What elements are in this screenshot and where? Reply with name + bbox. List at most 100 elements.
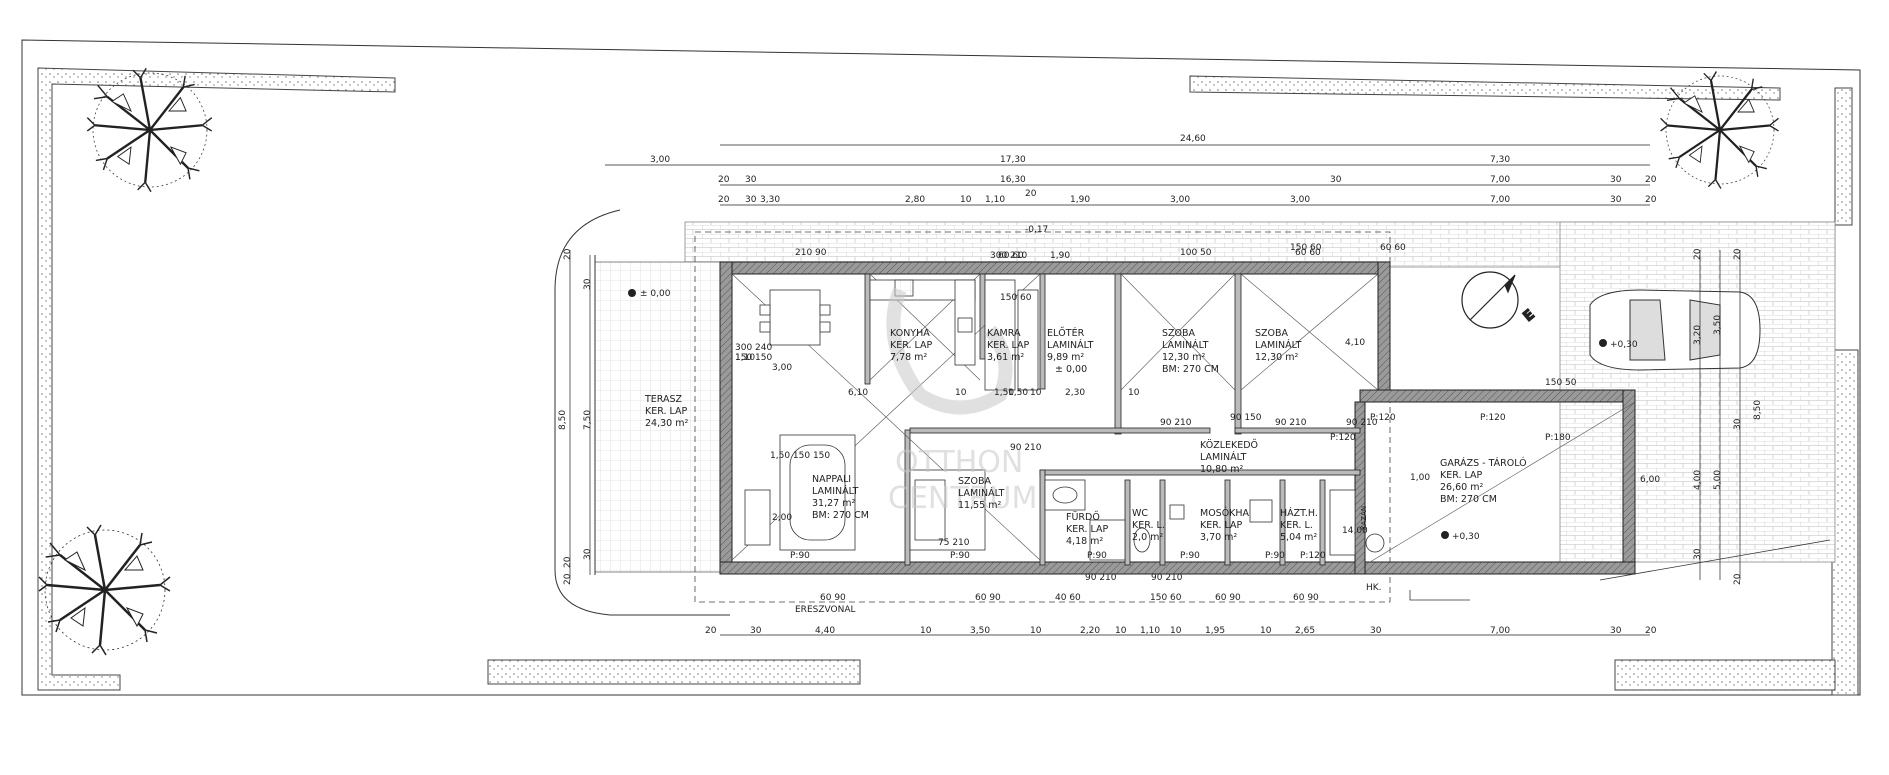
dimension-label: 2,20 <box>1080 626 1100 636</box>
dimension-label: 90 210 <box>1010 443 1042 453</box>
svg-text:LAMINÁLT: LAMINÁLT <box>812 485 859 497</box>
dimension-label: 17,30 <box>1000 155 1026 165</box>
sofa <box>744 434 856 551</box>
room-label-szoba-1: SZOBA LAMINÁLT 12,30 m² BM: 270 CM <box>1162 328 1219 375</box>
dimension-label: 30 <box>1610 195 1622 205</box>
dimension-label: 1,90 <box>1070 195 1090 205</box>
dimension-label: 10 <box>1115 626 1127 636</box>
dimension-label: 2,00 <box>772 513 792 523</box>
dimension-label: P:90 <box>950 551 970 561</box>
bath-fixtures <box>1044 479 1385 561</box>
dimension-label: 20 <box>718 175 730 185</box>
svg-text:KONYHA: KONYHA <box>890 328 930 339</box>
level-markers: ± 0,00 -0,17 +0,30 +0,30 <box>628 225 1638 542</box>
dimension-label: 6,10 <box>848 388 868 398</box>
dimension-lines <box>569 144 1741 636</box>
svg-text:MOSÓKHA: MOSÓKHA <box>1200 507 1250 519</box>
dimension-label: 30 <box>1733 418 1743 430</box>
dimension-label: 20 <box>1645 626 1657 636</box>
dimension-label: 3,00 <box>772 363 792 373</box>
dimension-label: 1,10 <box>735 353 755 363</box>
dimension-label: P:120 <box>1330 433 1356 443</box>
svg-text:FÜRDŐ: FÜRDŐ <box>1066 512 1100 523</box>
svg-text:SZOBA: SZOBA <box>958 476 992 487</box>
dimension-label: 60 90 <box>820 593 846 603</box>
dimension-label: 20 <box>718 195 730 205</box>
dimension-label: P:90 <box>1180 551 1200 561</box>
svg-text:E: E <box>1520 307 1538 325</box>
dimension-label: 90 210 <box>1160 418 1192 428</box>
svg-text:BM: 270 CM: BM: 270 CM <box>812 510 869 521</box>
terrace-tiles <box>594 261 726 573</box>
north-arrow-icon: E <box>1461 271 1539 329</box>
dimension-label: 30 <box>583 548 593 560</box>
dimension-label: 150 150 <box>735 353 772 363</box>
room-label-nappali: NAPPALI LAMINÁLT 31,27 m² BM: 270 CM <box>812 474 869 521</box>
svg-text:11,55 m²: 11,55 m² <box>958 500 1001 511</box>
room-label-kozlekedo: KÖZLEKEDŐ LAMINÁLT 10,80 m² <box>1200 440 1258 475</box>
dimension-label: 20 <box>1645 175 1657 185</box>
dimension-label: 20 <box>1733 248 1743 260</box>
dimension-label: 20 <box>1645 195 1657 205</box>
dimension-label: 8,50 <box>558 410 568 430</box>
dimension-label: 10 <box>920 626 932 636</box>
dimension-label: 6,00 <box>1640 475 1660 485</box>
svg-text:24,30 m²: 24,30 m² <box>645 418 688 429</box>
room-label-eloter: ELŐTÉR LAMINÁLT 9,89 m² ± 0,00 <box>1047 327 1094 375</box>
svg-text:BM: 270 CM: BM: 270 CM <box>1162 364 1219 375</box>
svg-text:GARÁZS - TÁROLÓ: GARÁZS - TÁROLÓ <box>1440 457 1527 469</box>
room-label-kamra: KAMRA KER. LAP 3,61 m² <box>987 328 1030 363</box>
eaves-label: ERESZVONAL <box>795 605 856 615</box>
dimension-label: 10 <box>955 388 967 398</box>
dimension-label: 1,00 <box>1410 473 1430 483</box>
dimension-label: 10 <box>1128 388 1140 398</box>
dimension-label: 10 <box>1030 388 1042 398</box>
dimension-label: 60 90 <box>975 593 1001 603</box>
dimension-label: 150 60 <box>1290 243 1322 253</box>
dimension-label: 3,00 <box>1290 195 1310 205</box>
dimension-label: P:120 <box>1480 413 1506 423</box>
dimension-label: 20 <box>563 556 573 568</box>
dimension-label: 4,00 <box>1693 470 1703 490</box>
dimension-label: 20 <box>563 248 573 260</box>
dimension-label: 30 <box>1693 548 1703 560</box>
dimension-label: 4,10 <box>1345 338 1365 348</box>
dimension-label: 30 <box>1610 626 1622 636</box>
svg-text:3,70 m²: 3,70 m² <box>1200 532 1237 543</box>
dimension-label: 20 <box>1025 189 1037 199</box>
svg-text:KAMRA: KAMRA <box>987 328 1021 339</box>
room-label-szoba-2: SZOBA LAMINÁLT 12,30 m² <box>1255 328 1302 363</box>
room-label-furdo: FÜRDŐ KER. LAP 4,18 m² <box>1066 512 1109 547</box>
dimension-label: 20 <box>1693 248 1703 260</box>
dimension-label: P:90 <box>1265 551 1285 561</box>
svg-text:KER. LAP: KER. LAP <box>987 340 1030 351</box>
svg-text:LAMINÁLT: LAMINÁLT <box>1200 451 1247 463</box>
dimension-label: 60 90 <box>1293 593 1319 603</box>
dimension-label: 20 <box>705 626 717 636</box>
room-label-wc: WC KER. L. 2,0 m² <box>1132 508 1165 543</box>
svg-text:9,89 m²: 9,89 m² <box>1047 352 1084 363</box>
room-labels: KONYHA KER. LAP 7,78 m² KAMRA KER. LAP 3… <box>644 327 1527 547</box>
svg-text:KER. LAP: KER. LAP <box>1440 470 1483 481</box>
svg-text:KÖZLEKEDŐ: KÖZLEKEDŐ <box>1200 440 1258 451</box>
dimension-label: 3,20 <box>1693 325 1703 345</box>
dimension-label: 30 <box>583 278 593 290</box>
dimension-label: 1,95 <box>1205 626 1225 636</box>
dimension-label: 150 60 <box>1000 293 1032 303</box>
dimension-label: 7,00 <box>1490 195 1510 205</box>
dimension-label: 90 150 <box>1230 413 1262 423</box>
hedges <box>37 67 1859 696</box>
svg-text:WC: WC <box>1132 508 1148 519</box>
svg-text:KER. LAP: KER. LAP <box>1200 520 1243 531</box>
dimension-label: 210 90 <box>795 248 827 258</box>
dimension-label: 24,60 <box>1180 134 1206 144</box>
dimension-label: 60 60 <box>998 251 1024 261</box>
room-label-haztartasi: HÁZT.H. KER. L. 5,04 m² <box>1280 507 1318 543</box>
dining-table <box>759 289 831 346</box>
dimension-label: 2,80 <box>905 195 925 205</box>
svg-text:KER. LAP: KER. LAP <box>1066 524 1109 535</box>
dimension-label: 20 <box>563 573 573 585</box>
